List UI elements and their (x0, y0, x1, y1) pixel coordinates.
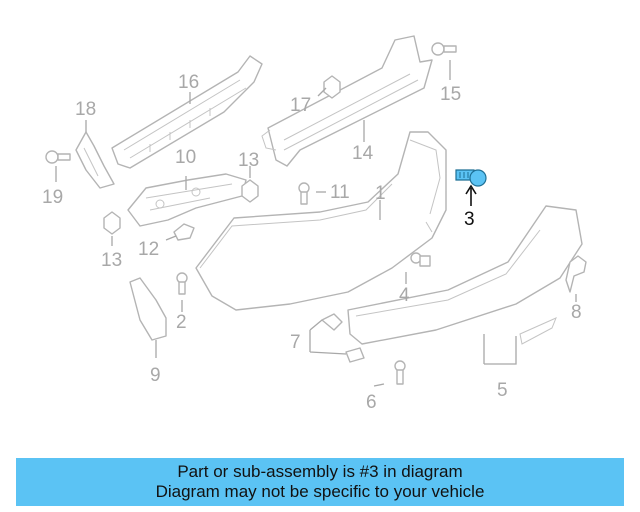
side-clip (75, 131, 115, 189)
banner-line-2: Diagram may not be specific to your vehi… (155, 482, 485, 501)
info-banner: Part or sub-assembly is #3 in diagram Di… (16, 458, 624, 506)
callout-4: 4 (399, 285, 410, 306)
callout-6: 6 (366, 392, 377, 413)
side-bracket (127, 173, 247, 227)
callout-18: 18 (75, 99, 96, 120)
callout-16: 16 (178, 72, 199, 93)
part-3-fastener (455, 169, 487, 187)
callout-17: 17 (290, 95, 311, 116)
callout-10: 10 (175, 147, 196, 168)
callout-11: 11 (330, 182, 350, 203)
callout-13a: 13 (238, 150, 259, 171)
parts-diagram: 1 2 3 4 5 6 7 8 9 10 11 12 13 13 14 15 1… (42, 35, 587, 413)
banner-line-1: Part or sub-assembly is #3 in diagram (177, 462, 463, 481)
callout-13b: 13 (101, 250, 122, 271)
callout-9: 9 (150, 365, 161, 386)
callout-7: 7 (290, 332, 301, 353)
side-panel (129, 277, 167, 341)
hook (565, 255, 587, 293)
callout-19: 19 (42, 187, 63, 208)
leader-lines (55, 60, 577, 387)
fasteners (45, 42, 457, 385)
callout-5: 5 (497, 380, 508, 401)
callout-1: 1 (375, 183, 386, 204)
reinforcement-beam (261, 35, 433, 167)
bumper-cover (195, 131, 447, 311)
callout-2: 2 (176, 312, 187, 333)
callout-14: 14 (352, 143, 374, 164)
energy-absorber (111, 55, 263, 169)
callout-8: 8 (571, 302, 582, 323)
callout-12: 12 (138, 239, 159, 260)
callout-15: 15 (440, 84, 461, 105)
callout-3: 3 (464, 209, 475, 230)
